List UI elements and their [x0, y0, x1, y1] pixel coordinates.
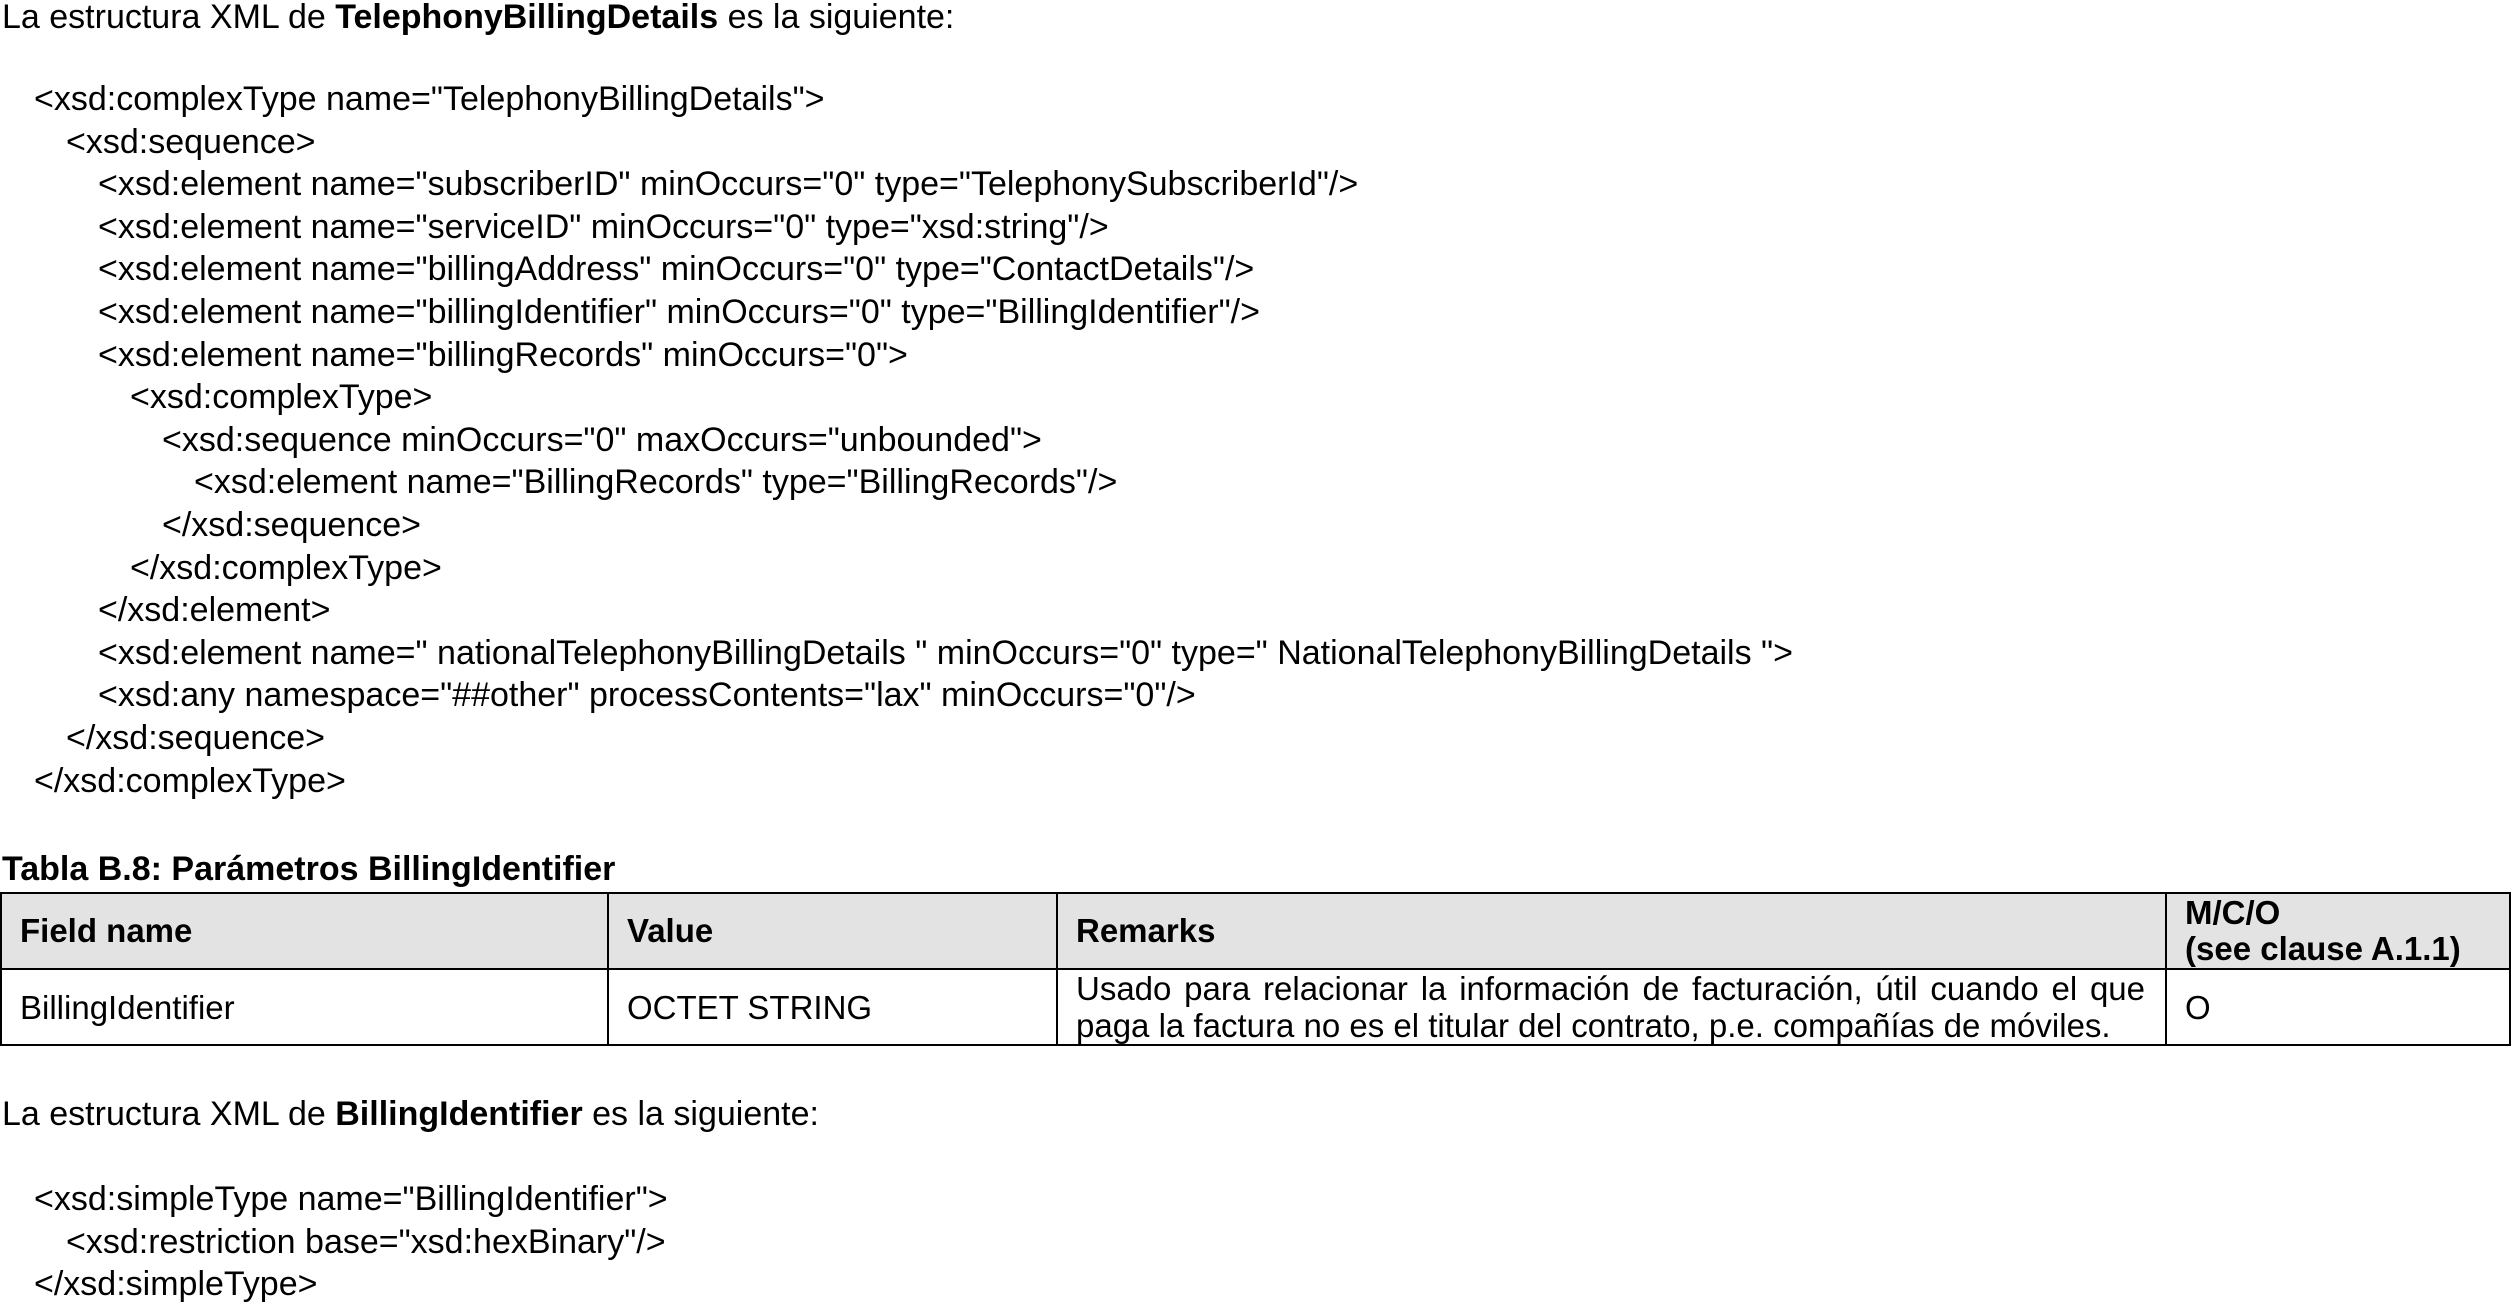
intro-type-name: BillingIdentifier: [335, 1095, 583, 1133]
intro-prefix: La estructura XML de: [2, 1095, 336, 1133]
cell-value: OCTET STRING: [607, 968, 1058, 1046]
intro-type-name: TelephonyBillingDetails: [335, 0, 719, 36]
cell-mco: O: [2165, 968, 2511, 1046]
header-value: Value: [607, 892, 1058, 970]
table-row: BillingIdentifier OCTET STRING Usado par…: [0, 968, 2511, 1046]
header-remarks: Remarks: [1056, 892, 2167, 970]
code-line: </xsd:sequence>: [66, 718, 325, 757]
code-line: <xsd:element name=" nationalTelephonyBil…: [98, 633, 1793, 672]
intro-paragraph-telephony: La estructura XML de TelephonyBillingDet…: [2, 0, 954, 37]
code-line: <xsd:simpleType name="BillingIdentifier"…: [34, 1180, 668, 1218]
cell-remarks: Usado para relacionar la información de …: [1056, 968, 2167, 1046]
cell-field-name: BillingIdentifier: [0, 968, 609, 1046]
code-line: </xsd:complexType>: [34, 761, 346, 800]
code-line: <xsd:any namespace="##other" processCont…: [98, 676, 1196, 715]
code-line: <xsd:restriction base="xsd:hexBinary"/>: [66, 1222, 666, 1261]
code-line: <xsd:element name="BillingRecords" type=…: [194, 463, 1118, 502]
code-line: <xsd:sequence minOccurs="0" maxOccurs="u…: [162, 420, 1042, 459]
code-line: <xsd:element name="billingRecords" minOc…: [98, 335, 908, 374]
code-line: <xsd:complexType>: [130, 378, 433, 417]
code-line: </xsd:element>: [98, 591, 331, 630]
code-line: <xsd:complexType name="TelephonyBillingD…: [34, 80, 825, 118]
code-line: </xsd:simpleType>: [34, 1265, 318, 1304]
code-line: <xsd:sequence>: [66, 122, 316, 161]
billing-identifier-parameters-table: Field name Value Remarks M/C/O(see claus…: [0, 892, 2511, 1046]
header-mco: M/C/O(see clause A.1.1): [2165, 892, 2511, 970]
code-line: </xsd:sequence>: [162, 505, 421, 544]
table-header-row: Field name Value Remarks M/C/O(see claus…: [0, 892, 2511, 970]
xsd-code-block-telephony-billing-details: <xsd:complexType name="TelephonyBillingD…: [0, 78, 1793, 802]
code-line: <xsd:element name="billingAddress" minOc…: [98, 250, 1255, 289]
intro-prefix: La estructura XML de: [2, 0, 336, 36]
header-field-name: Field name: [0, 892, 609, 970]
code-line: </xsd:complexType>: [130, 548, 442, 587]
header-mco-line1: M/C/O: [2185, 894, 2281, 931]
code-line: <xsd:element name="subscriberID" minOccu…: [98, 165, 1359, 204]
intro-suffix: es la siguiente:: [582, 1095, 819, 1133]
intro-suffix: es la siguiente:: [718, 0, 955, 36]
header-mco-line2: (see clause A.1.1): [2185, 930, 2461, 967]
table-caption: Tabla B.8: Parámetros BillingIdentifier: [2, 850, 616, 888]
xsd-code-block-billing-identifier: <xsd:simpleType name="BillingIdentifier"…: [0, 1178, 668, 1306]
code-line: <xsd:element name="serviceID" minOccurs=…: [98, 207, 1109, 246]
intro-paragraph-billing-identifier: La estructura XML de BillingIdentifier e…: [2, 1094, 819, 1134]
code-line: <xsd:element name="billingIdentifier" mi…: [98, 292, 1260, 331]
